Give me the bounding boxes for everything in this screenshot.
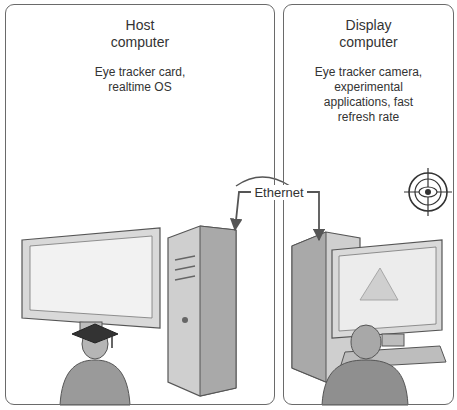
panel-description: Eye tracker card, realtime OS	[75, 65, 205, 95]
panel-heading: Display computer	[324, 5, 414, 51]
panel-heading: Host computer	[95, 5, 185, 51]
computer-panel: Host computerEye tracker card, realtime …	[5, 4, 275, 405]
connector-label: Ethernet	[251, 185, 306, 200]
panel-description: Eye tracker camera, experimental applica…	[307, 65, 431, 125]
computer-panel: Display computerEye tracker camera, expe…	[283, 4, 454, 405]
